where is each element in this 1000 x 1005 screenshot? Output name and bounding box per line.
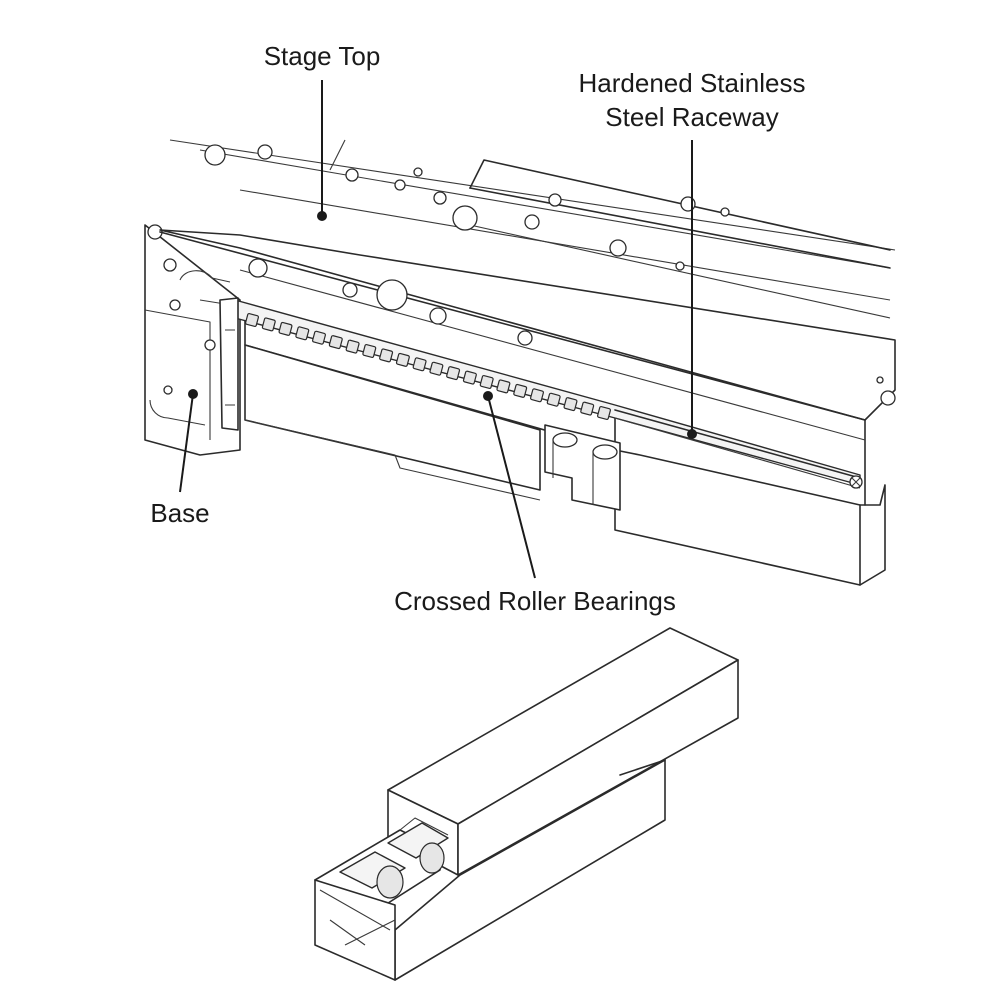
roller-element xyxy=(546,392,561,407)
stage-assembly xyxy=(144,139,896,586)
roller-element xyxy=(563,397,578,412)
roller-element xyxy=(530,388,544,403)
label-bearings: Crossed Roller Bearings xyxy=(394,586,676,616)
label-raceway-line2: Steel Raceway xyxy=(605,102,778,132)
roller-element xyxy=(496,379,511,394)
leader-dot-raceway xyxy=(687,429,697,439)
roller-element xyxy=(261,317,276,332)
label-stage-top: Stage Top xyxy=(264,41,381,71)
roller-element xyxy=(462,370,477,385)
roller-element xyxy=(245,313,259,327)
base-block xyxy=(144,224,241,456)
end-cap-left xyxy=(204,297,239,431)
roller-element xyxy=(597,406,611,420)
label-raceway-line1: Hardened Stainless xyxy=(579,68,806,98)
roller-element xyxy=(328,335,343,350)
stage-top-plate xyxy=(159,144,896,506)
callout-raceway: Hardened Stainless Steel Raceway xyxy=(579,68,806,439)
detail-roller-cage xyxy=(314,817,449,981)
roller-element xyxy=(312,330,326,345)
roller-element xyxy=(479,375,494,389)
roller-element xyxy=(580,401,595,416)
label-base: Base xyxy=(150,498,209,528)
roller-element xyxy=(513,383,528,398)
roller-element xyxy=(345,339,360,354)
roller-element xyxy=(362,344,377,358)
upper-plate-outline xyxy=(169,139,896,319)
callout-bearings: Crossed Roller Bearings xyxy=(394,391,676,616)
callout-base: Base xyxy=(150,389,210,528)
callout-stage-top: Stage Top xyxy=(264,41,381,221)
roller-element xyxy=(395,352,410,367)
roller-element xyxy=(295,326,310,341)
leader-dot-stage-top xyxy=(317,211,327,221)
bearing-detail xyxy=(314,627,739,981)
center-mount-block xyxy=(544,424,621,511)
roller-element xyxy=(379,348,394,363)
roller-element xyxy=(429,361,444,376)
detail-lower-rail xyxy=(394,759,666,981)
leader-dot-bearings xyxy=(483,391,493,401)
roller-cage xyxy=(245,313,611,420)
roller-element xyxy=(412,357,427,372)
roller-element xyxy=(446,366,461,381)
leader-dot-base xyxy=(188,389,198,399)
roller-element xyxy=(278,321,293,336)
